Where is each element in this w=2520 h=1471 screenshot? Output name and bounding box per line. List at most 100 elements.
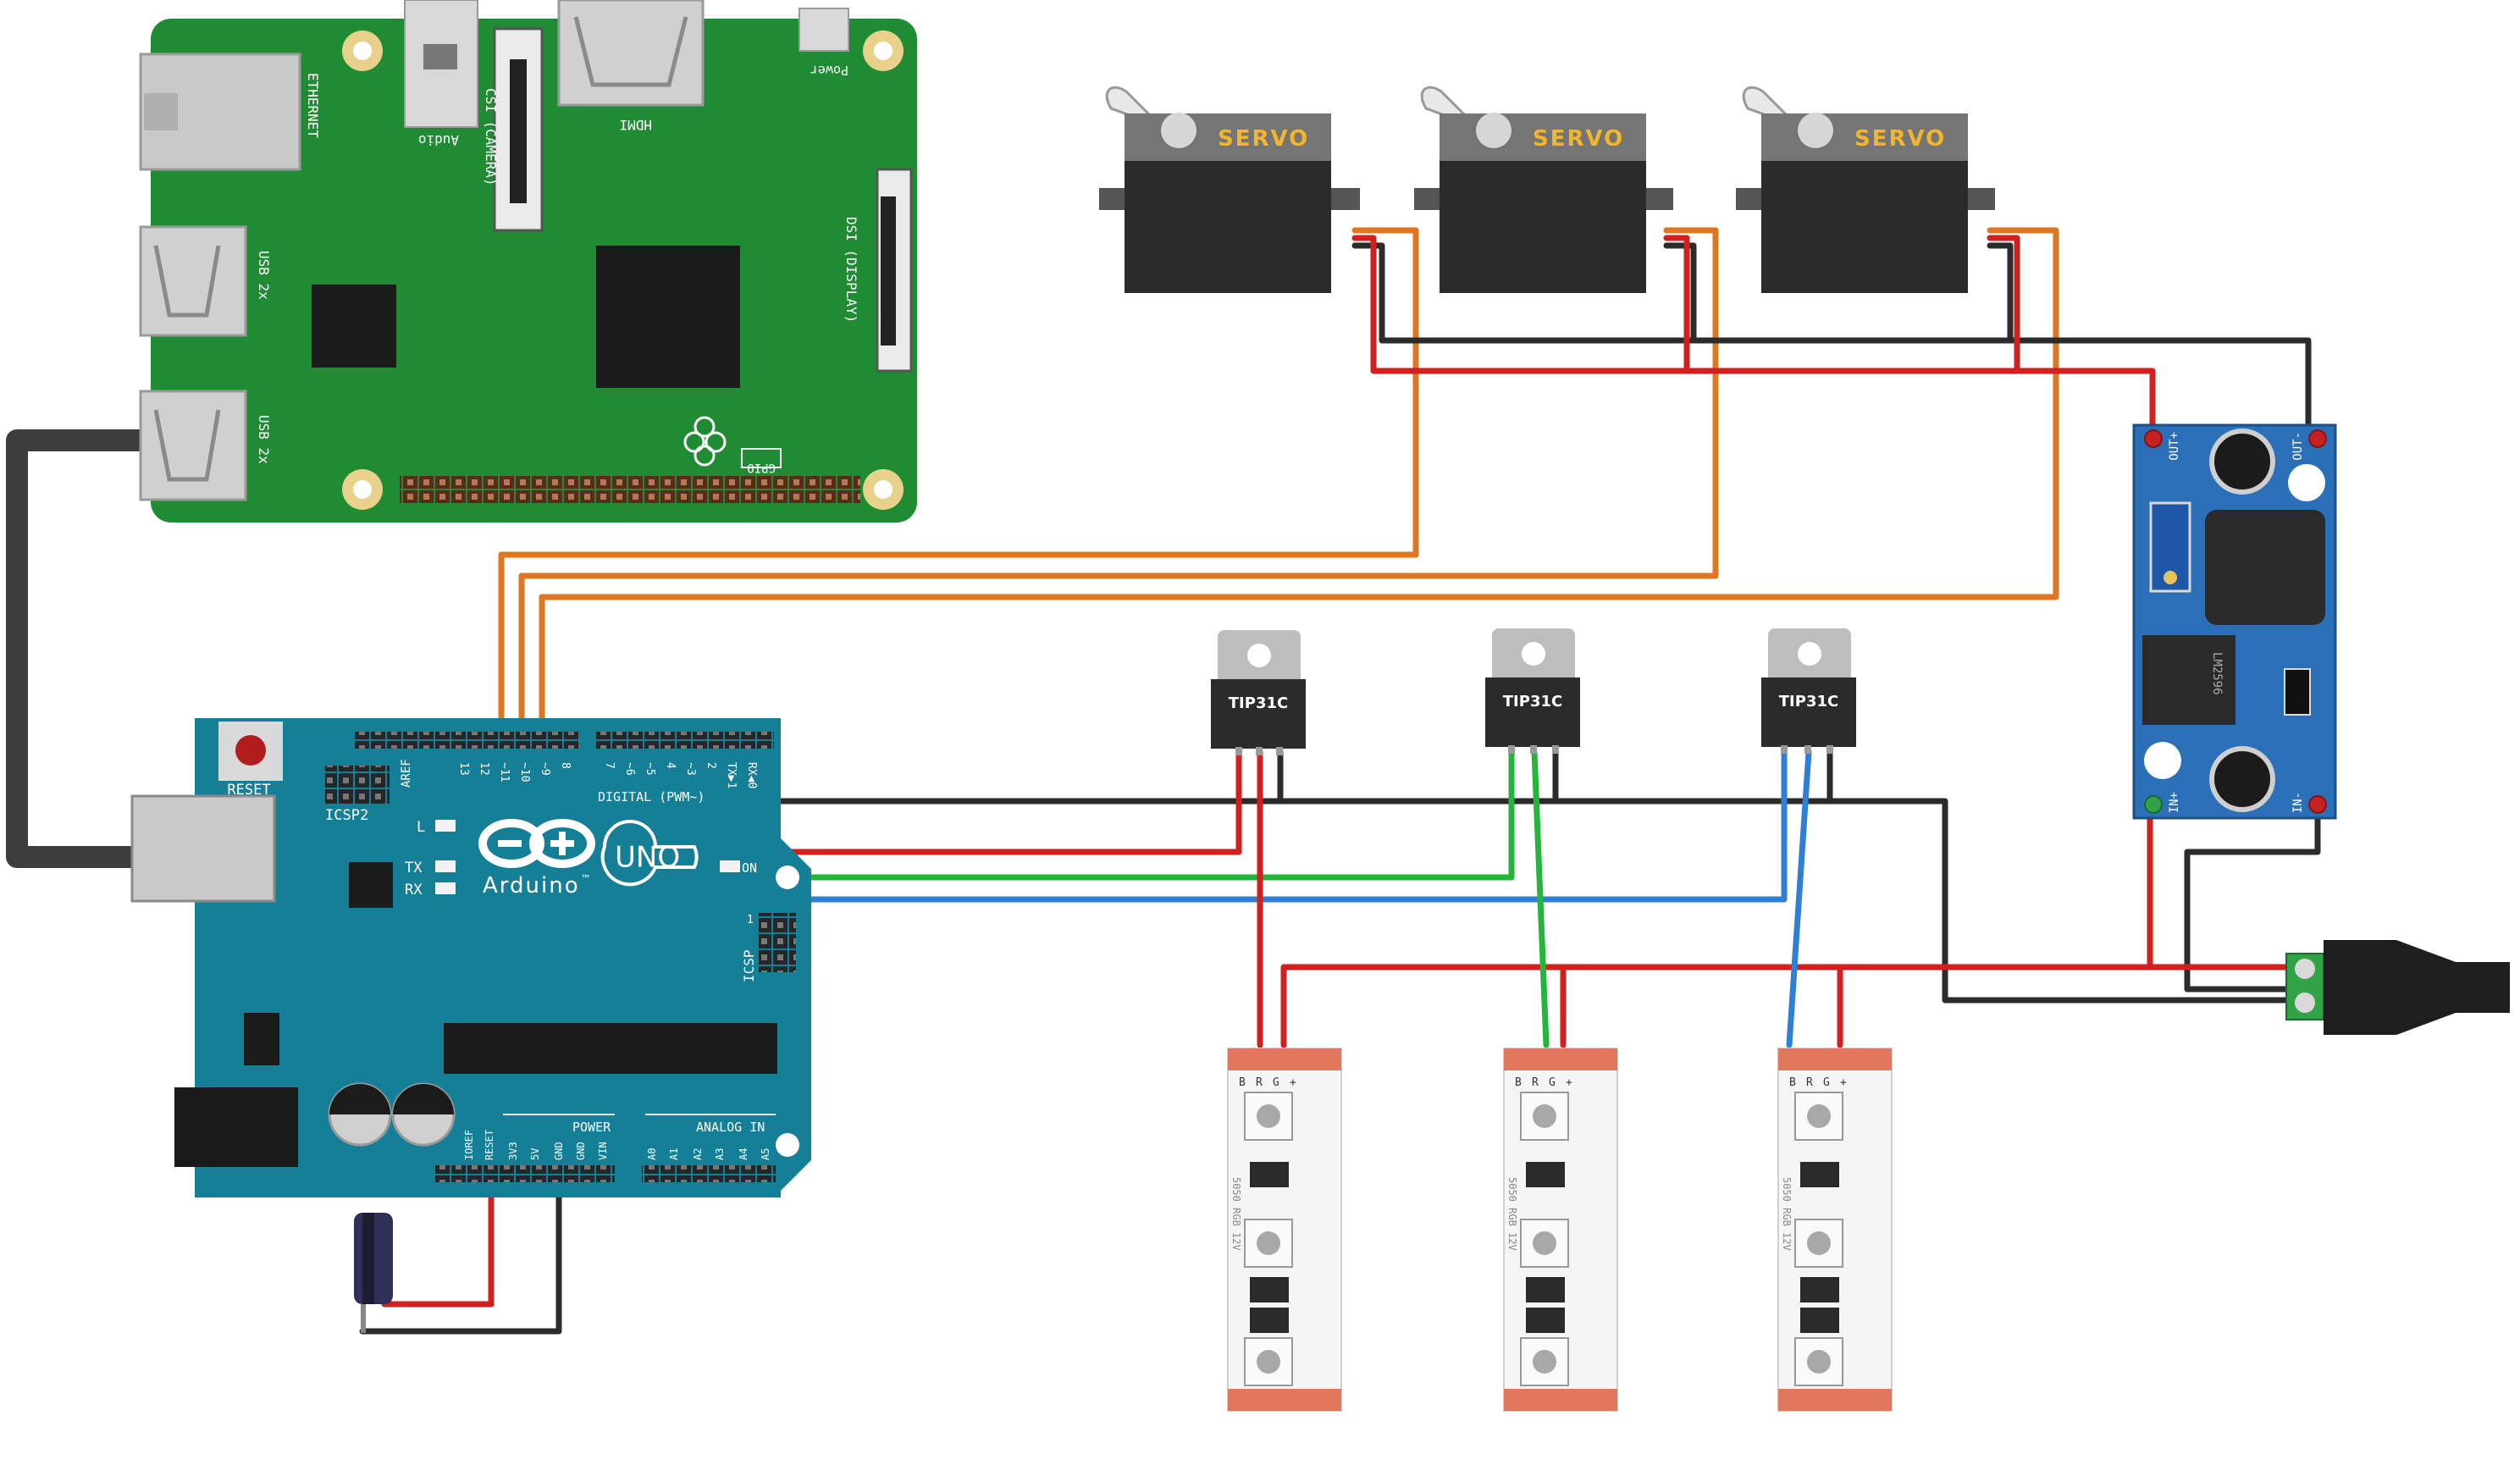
led-l-label: L bbox=[417, 819, 425, 836]
servo3-gnd-wire bbox=[1987, 242, 2014, 344]
servo2-power-wire bbox=[1663, 235, 1690, 374]
power-header bbox=[434, 1165, 615, 1182]
strip-1-pin-b: B bbox=[1239, 1076, 1246, 1089]
led-on-label: ON bbox=[742, 860, 757, 876]
servo-1-label: SERVO bbox=[1218, 126, 1309, 152]
power-pin-labels: IOREF RESET 3V3 5V GND GND VIN bbox=[463, 1130, 609, 1160]
svg-text:A1: A1 bbox=[668, 1148, 680, 1160]
servo1-power-wire bbox=[1351, 235, 2156, 438]
strip3-blue-channel bbox=[1786, 749, 1812, 1048]
analog-label: ANALOG IN bbox=[696, 1120, 765, 1135]
buck-cap-bottom bbox=[2209, 746, 2275, 812]
svg-text:~3: ~3 bbox=[684, 762, 697, 776]
strip-3-pin-g: G bbox=[1823, 1076, 1830, 1089]
strip-2-text: 5050 RGB 12V bbox=[1506, 1177, 1518, 1251]
servo2-signal-wire bbox=[518, 227, 1719, 743]
arduino-board bbox=[195, 718, 811, 1197]
usb-cable bbox=[6, 429, 155, 868]
digital-header-left bbox=[354, 732, 579, 749]
analog-pin-labels: A0 A1 A2 A3 A4 A5 bbox=[646, 1148, 771, 1160]
servo1-signal-wire bbox=[498, 227, 1419, 743]
ethernet-label: ETHERNET bbox=[305, 73, 321, 138]
power-label: Power bbox=[810, 63, 848, 78]
uno-badge: UNO bbox=[600, 820, 699, 887]
strip-1-pin-r: R bbox=[1256, 1076, 1263, 1089]
transistor-1-label: TIP31C bbox=[1229, 694, 1288, 712]
raspberry-logo-icon bbox=[683, 416, 727, 467]
svg-text:2: 2 bbox=[705, 762, 717, 769]
power-label: POWER bbox=[572, 1120, 611, 1135]
svg-text:A2: A2 bbox=[692, 1148, 704, 1160]
icsp-pin-one: 1 bbox=[747, 914, 754, 926]
usb-bottom-label: USB 2x bbox=[256, 415, 272, 464]
buck-in-plus-label: IN+ bbox=[2168, 792, 2181, 813]
strip-1-pin-plus: + bbox=[1290, 1076, 1296, 1089]
buck-converter: LM2596 OUT+ OUT- IN+ IN- bbox=[2132, 423, 2337, 820]
svg-text:7: 7 bbox=[603, 762, 616, 769]
voltage-regulator bbox=[244, 1013, 279, 1065]
arduino-brand: Arduino bbox=[483, 873, 580, 899]
svg-text:RESET: RESET bbox=[484, 1130, 495, 1160]
servo3-signal-wire bbox=[539, 227, 2059, 743]
led-strip-3: B R G + 5050 RGB 12V bbox=[1777, 1048, 1893, 1412]
servo-2: SERVO bbox=[1414, 86, 1673, 293]
servo-2-label: SERVO bbox=[1533, 126, 1624, 152]
pi-usb-chip bbox=[312, 285, 396, 368]
buck-out-plus-label: OUT+ bbox=[2168, 432, 2181, 461]
icsp-header bbox=[759, 913, 796, 972]
buck-chip-label: LM2596 bbox=[2210, 652, 2224, 695]
servo3-power-wire bbox=[1987, 235, 2020, 374]
svg-text:8: 8 bbox=[559, 762, 572, 769]
servo-1: SERVO bbox=[1099, 86, 1360, 293]
buck-inductor bbox=[2205, 510, 2325, 625]
cap-black-wire bbox=[359, 1165, 562, 1335]
strip-3-text: 5050 RGB 12V bbox=[1781, 1177, 1793, 1251]
analog-header bbox=[642, 1165, 776, 1182]
svg-text:TX▶1: TX▶1 bbox=[725, 762, 738, 788]
svg-text:IOREF: IOREF bbox=[463, 1130, 475, 1160]
servo-3-label: SERVO bbox=[1854, 126, 1946, 152]
digital-header-right bbox=[596, 732, 774, 749]
svg-text:12: 12 bbox=[478, 762, 490, 776]
hdmi-label: HDMI bbox=[619, 117, 652, 133]
svg-text:A0: A0 bbox=[646, 1148, 658, 1160]
ethernet-port bbox=[139, 53, 301, 171]
raspberry-pi: ETHERNET USB 2x USB 2x Audio CSI (CAMERA… bbox=[139, 0, 917, 523]
reset-label: RESET bbox=[227, 782, 270, 799]
strip-3-pin-plus: + bbox=[1840, 1076, 1847, 1089]
csi-label: CSI (CAMERA) bbox=[483, 88, 499, 186]
led-strip-2: B R G + 5050 RGB 12V bbox=[1503, 1048, 1618, 1412]
strip-2-pin-g: G bbox=[1549, 1076, 1556, 1089]
electrolytic-capacitor bbox=[354, 1213, 393, 1333]
buck-out-minus-label: OUT- bbox=[2291, 432, 2305, 461]
cap-red-wire bbox=[381, 1165, 495, 1308]
buck-in-minus-wire bbox=[2184, 805, 2321, 993]
transistor-2: TIP31C bbox=[1485, 628, 1580, 754]
power-port bbox=[799, 8, 849, 52]
transistor-3-label: TIP31C bbox=[1779, 693, 1838, 711]
strip-3-pin-r: R bbox=[1806, 1076, 1813, 1089]
dsi-label: DSI (DISPLAY) bbox=[843, 217, 859, 323]
digital-pin-labels: 13 12 ~11 ~10 ~9 8 7 ~6 ~5 4 ~3 2 TX▶1 R… bbox=[457, 762, 758, 788]
strip-2-pin-r: R bbox=[1532, 1076, 1539, 1089]
digital-label: DIGITAL (PWM~) bbox=[598, 789, 705, 805]
servo2-gnd-wire bbox=[1663, 242, 1697, 344]
transistor-3: TIP31C bbox=[1761, 628, 1856, 754]
svg-text:A5: A5 bbox=[760, 1148, 771, 1160]
power-12v-bus bbox=[1280, 964, 2307, 1048]
buck-in-minus-label: IN- bbox=[2291, 792, 2305, 813]
icsp2-label: ICSP2 bbox=[325, 807, 368, 824]
transistor-1: TIP31C bbox=[1211, 630, 1306, 755]
icsp-label: ICSP bbox=[741, 949, 757, 982]
svg-text:13: 13 bbox=[457, 762, 470, 776]
buck-regulator-chip bbox=[2142, 635, 2235, 725]
strip-1-text: 5050 RGB 12V bbox=[1230, 1177, 1242, 1251]
svg-text:A4: A4 bbox=[738, 1148, 749, 1160]
strip-3-pin-b: B bbox=[1789, 1076, 1796, 1089]
led-rx-label: RX bbox=[405, 882, 423, 899]
svg-text:A3: A3 bbox=[714, 1148, 726, 1160]
buck-cap-top bbox=[2209, 429, 2275, 495]
svg-text:~11: ~11 bbox=[498, 762, 511, 782]
strip-2-pin-b: B bbox=[1515, 1076, 1522, 1089]
icsp2-header bbox=[325, 766, 390, 805]
